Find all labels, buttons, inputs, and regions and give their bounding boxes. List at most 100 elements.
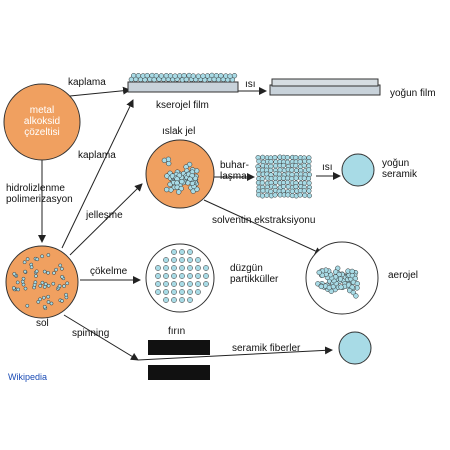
aerogel-label: aerojel	[388, 270, 419, 281]
particle-bead	[155, 281, 161, 287]
gelation-label: jelleşme	[86, 210, 123, 221]
particle-bead	[155, 289, 161, 295]
dense-ceramic-circle	[341, 153, 375, 187]
particle-bead	[163, 297, 169, 303]
evaporation-label: buhar- laşma	[220, 160, 249, 182]
particle-bead	[163, 265, 169, 271]
particle-bead	[280, 183, 287, 190]
particle-bead	[25, 257, 30, 261]
arrow-sol-to-wet-gel	[69, 183, 143, 256]
particle-bead	[284, 179, 291, 185]
particle-bead	[195, 257, 201, 263]
particle-bead	[38, 297, 42, 302]
particle-bead	[284, 154, 290, 161]
particle-bead	[200, 73, 206, 79]
particle-bead	[272, 154, 278, 161]
particle-bead	[297, 159, 303, 165]
particle-bead	[54, 267, 58, 272]
evaporation-line-1: buhar-	[220, 160, 249, 171]
particle-bead	[187, 289, 193, 295]
particle-bead	[163, 289, 169, 295]
dense-film-label: yoğun film	[390, 88, 436, 99]
particle-bead	[23, 269, 27, 274]
particle-bead	[35, 257, 40, 262]
particle-bead	[34, 274, 38, 278]
particle-bead	[62, 284, 66, 288]
particle-bead	[203, 265, 209, 271]
particle-bead	[187, 265, 193, 271]
particle-bead	[285, 192, 291, 198]
particle-bead	[179, 265, 185, 271]
particle-bead	[301, 175, 307, 181]
arrow-wetgel-to-aerogel	[203, 199, 323, 255]
coating-label-top: kaplama	[68, 77, 106, 88]
particle-bead	[42, 269, 47, 274]
particle-bead	[227, 73, 233, 79]
particle-bead	[277, 167, 283, 173]
heat-label-top: ısı	[245, 79, 256, 90]
particle-bead	[213, 73, 220, 79]
furnace-bottom-bar	[148, 365, 210, 380]
particle-bead	[293, 175, 299, 181]
dense-ceramic-line-2: seramik	[382, 169, 418, 180]
particle-bead	[22, 260, 27, 265]
particle-bead	[293, 163, 299, 169]
particle-bead	[49, 301, 54, 306]
uniform-particles-line-1: düzgün	[230, 263, 263, 274]
particle-bead	[195, 289, 201, 295]
particle-bead	[273, 163, 279, 169]
particle-bead	[11, 286, 16, 290]
particle-bead	[163, 273, 169, 279]
particle-bead	[181, 72, 187, 79]
particle-bead	[179, 289, 185, 295]
coating-label-middle: kaplama	[78, 150, 116, 161]
metal-alkoxide-solution-circle	[3, 83, 81, 161]
wikipedia-credit[interactable]: Wikipedia	[8, 372, 48, 382]
arrow-fibers-to-ceramic	[137, 346, 333, 361]
arrow-sol-to-spinning	[63, 314, 139, 361]
metal-alkoxide-line-3: çözeltisi	[24, 127, 60, 138]
solvent-extraction-label: solventin ekstraksiyonu	[212, 215, 316, 226]
particle-bead	[167, 73, 174, 79]
particle-bead	[158, 73, 165, 79]
particle-bead	[195, 273, 201, 279]
particle-bead	[172, 73, 178, 79]
particle-bead	[21, 276, 26, 281]
ceramic-fibers-label: seramik fiberler	[232, 343, 301, 354]
particle-bead	[51, 281, 56, 286]
particle-bead	[177, 73, 183, 79]
particle-bead	[135, 73, 142, 79]
particle-bead	[60, 299, 64, 303]
particle-bead	[187, 297, 193, 303]
particle-bead	[46, 283, 51, 288]
particle-bead	[171, 265, 177, 271]
particle-bead	[306, 180, 312, 186]
particle-bead	[25, 303, 30, 308]
particle-bead	[15, 280, 20, 285]
particle-bead	[171, 257, 177, 263]
particle-bead	[171, 273, 177, 279]
particle-bead	[179, 273, 185, 279]
particle-bead	[260, 154, 266, 160]
uniform-particles-label: düzgün partikküller	[230, 263, 278, 285]
particle-bead	[171, 297, 177, 303]
metal-alkoxide-line-1: metal	[29, 105, 55, 116]
particle-bead	[40, 280, 45, 285]
particle-bead	[259, 180, 265, 186]
particle-bead	[58, 263, 63, 268]
particle-bead	[40, 254, 44, 259]
xerogel-film-particles	[128, 72, 238, 83]
particle-bead	[163, 257, 169, 263]
particle-bead	[36, 300, 41, 304]
particle-bead	[256, 171, 262, 177]
particle-bead	[272, 192, 278, 198]
particle-bead	[46, 253, 51, 257]
hydrolysis-line-1: hidrolizlenme	[6, 183, 65, 194]
dense-ceramic-label: yoğun seramik	[382, 158, 417, 180]
uniform-particles-line-2: partikküller	[230, 274, 279, 285]
particle-bead	[264, 192, 270, 198]
particle-bead	[301, 188, 307, 194]
particle-bead	[293, 167, 299, 174]
particle-bead	[164, 186, 170, 193]
